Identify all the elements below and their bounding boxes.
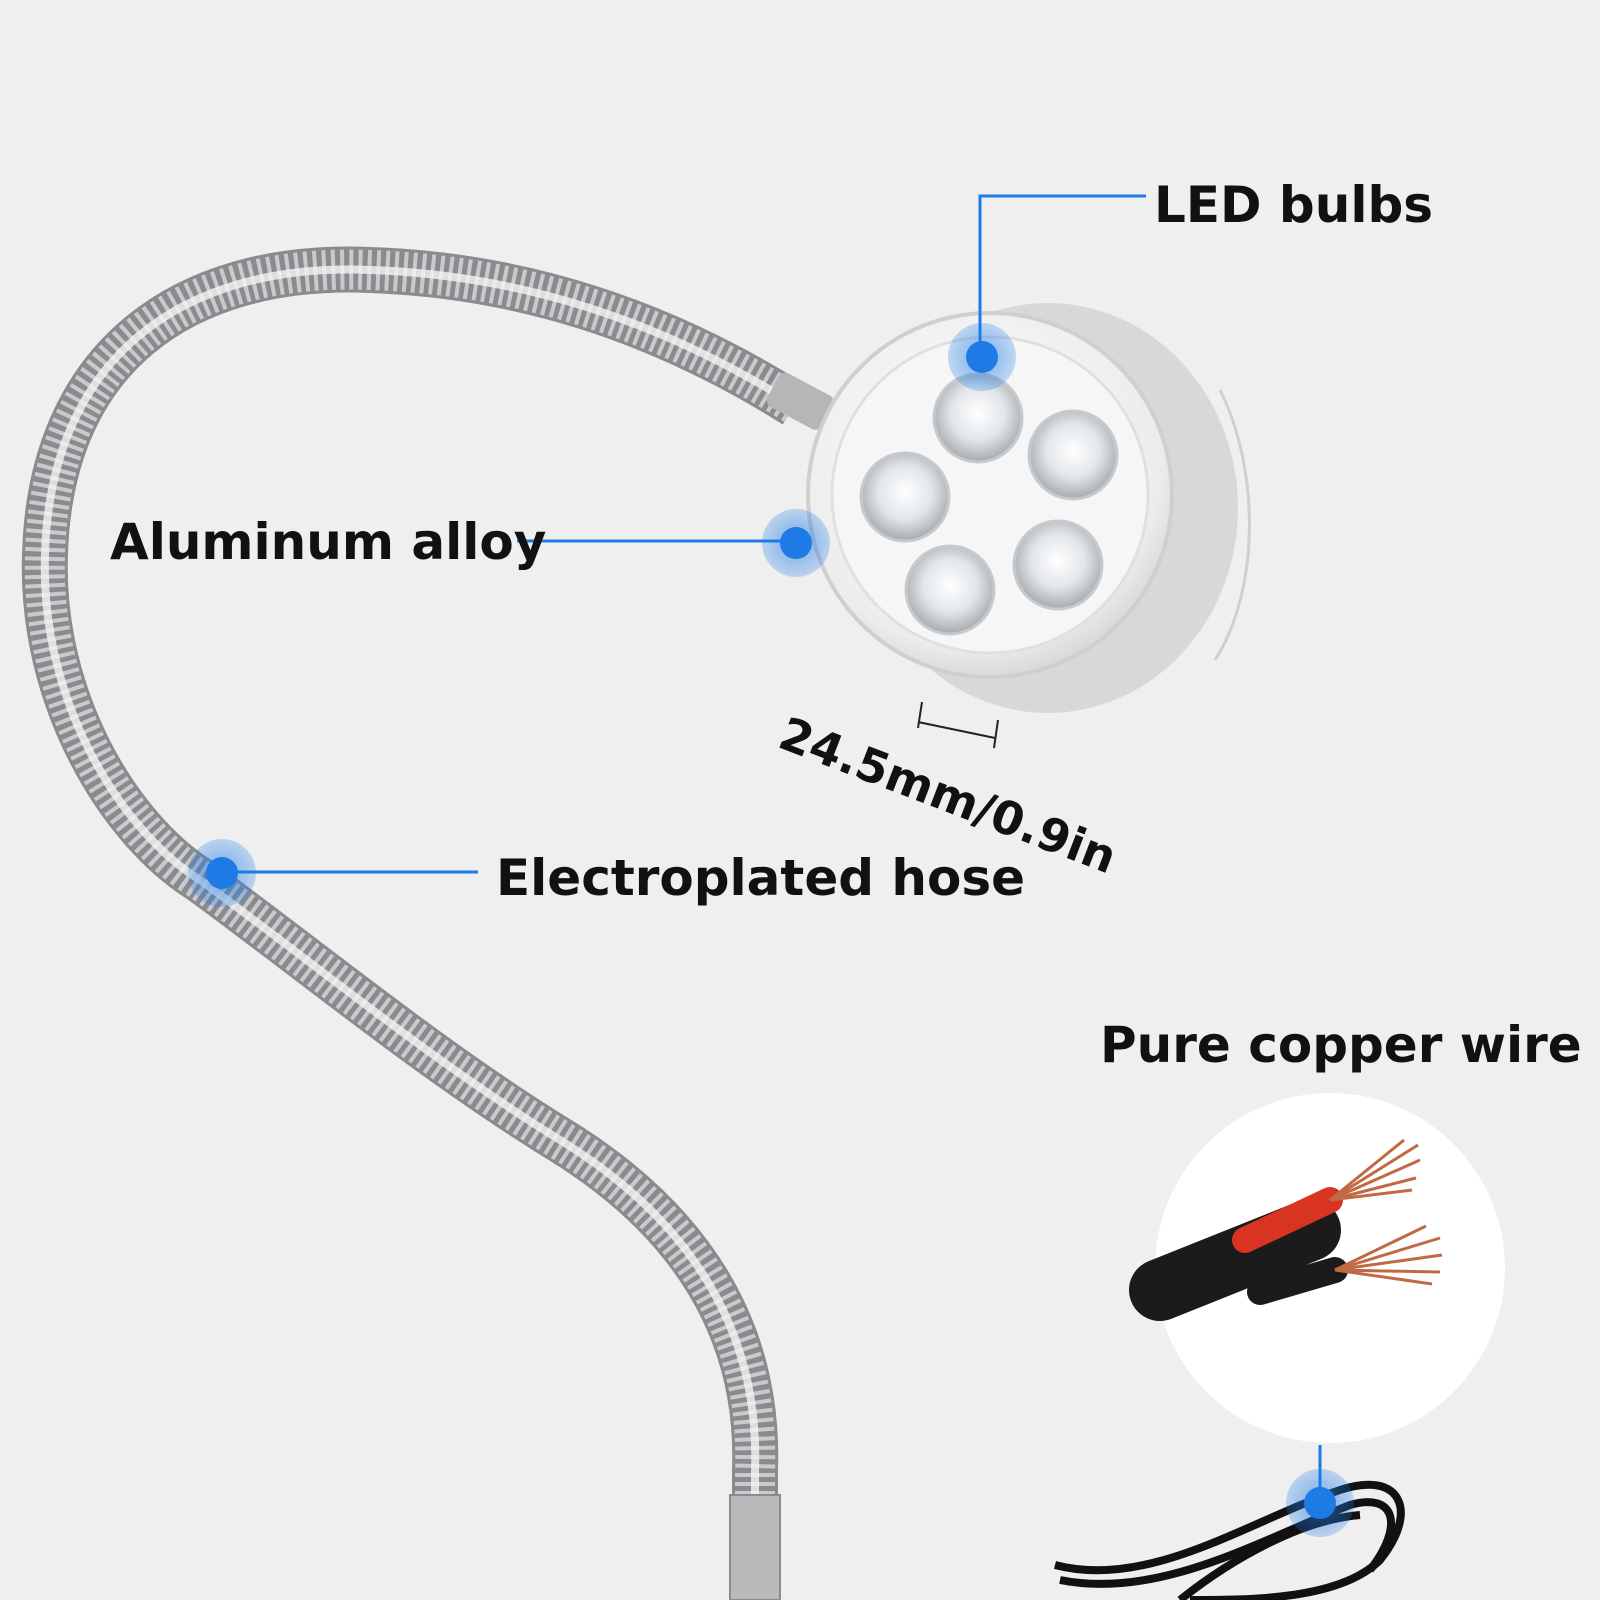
led-bulb (859, 451, 951, 543)
led-bulb (1012, 519, 1104, 611)
callout-led (948, 194, 1146, 391)
aluminum-alloy-label: Aluminum alloy (110, 513, 547, 571)
led-bulb (1027, 409, 1119, 501)
base-collar (729, 1494, 781, 1600)
wire-inset (1129, 1093, 1505, 1443)
led-bulbs-label: LED bulbs (1154, 176, 1434, 234)
callout-aluminum (517, 509, 830, 577)
dimension-bracket (917, 701, 999, 749)
led-bulbs (859, 372, 1119, 636)
electroplated-hose-label: Electroplated hose (496, 849, 1026, 907)
callout-hose (188, 839, 478, 907)
callout-copper (1286, 1445, 1354, 1537)
hose-collar (766, 372, 834, 430)
gooseneck-hose (21, 246, 808, 1600)
copper-wire-label: Pure copper wire (1100, 1016, 1582, 1074)
led-bulb (904, 544, 996, 636)
